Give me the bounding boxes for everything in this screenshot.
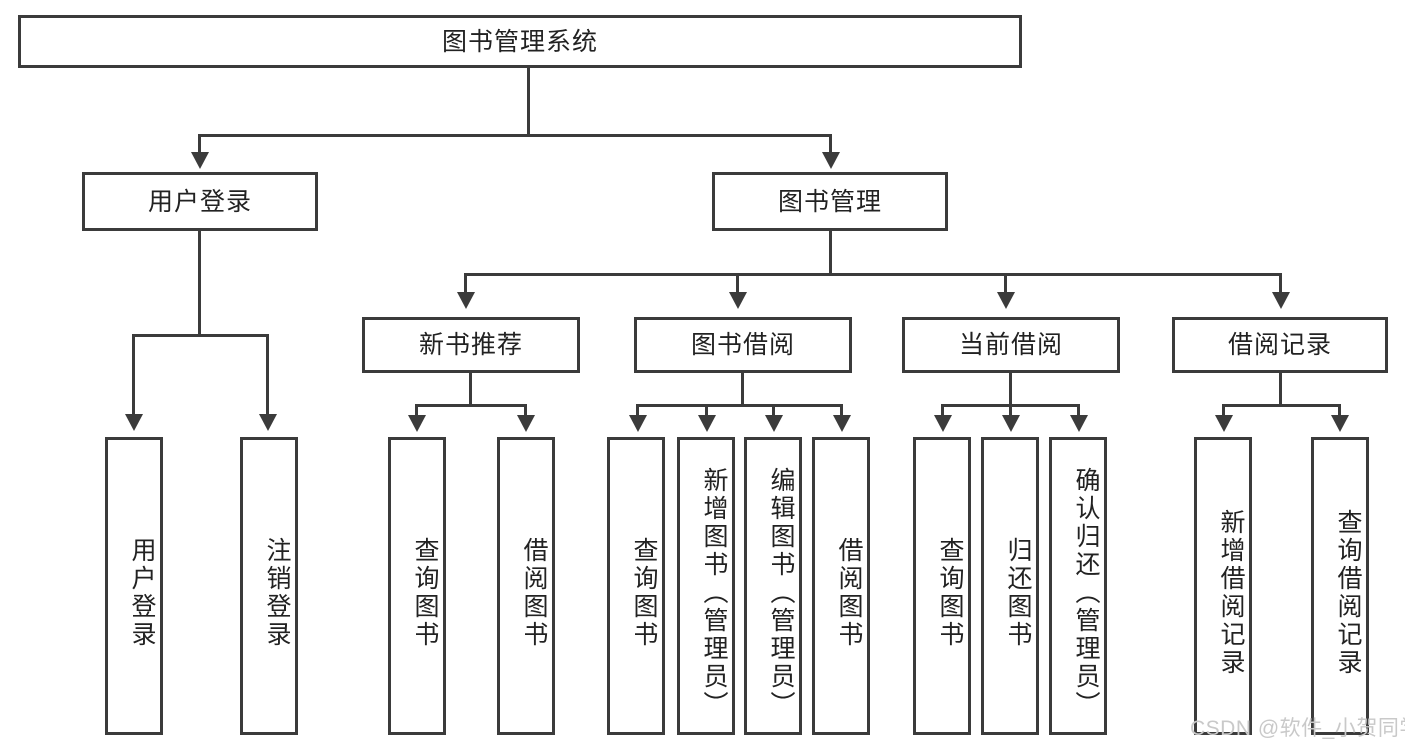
node-label: 注销登录 — [263, 537, 291, 649]
node-label: 图书管理系统 — [441, 27, 598, 56]
connector-user-login-child-1 — [132, 334, 135, 416]
node-book-borrow[interactable]: 图书借阅 — [634, 317, 852, 373]
arrow-to-borrow-record — [1272, 292, 1290, 309]
connector-to-new-book-recommend — [464, 273, 467, 295]
connector-nbr-child-1 — [415, 404, 418, 418]
leaf-book-borrow-1[interactable]: 查询图书 — [607, 437, 665, 735]
leaf-current-borrow-3[interactable]: 确认归还（管理员） — [1049, 437, 1107, 735]
arrow-cb-child-1 — [934, 415, 952, 432]
node-book-management[interactable]: 图书管理 — [712, 172, 948, 231]
node-label: 借阅图书 — [835, 537, 863, 649]
node-label: 查询图书 — [630, 537, 658, 649]
node-label: 图书借阅 — [690, 331, 795, 359]
node-user-login[interactable]: 用户登录 — [82, 172, 318, 231]
node-borrow-record[interactable]: 借阅记录 — [1172, 317, 1388, 373]
connector-to-current-borrow — [1004, 273, 1007, 295]
node-label: 当前借阅 — [958, 331, 1063, 359]
connector-level3-bar — [464, 273, 1282, 276]
node-label: 查询图书 — [936, 537, 964, 649]
node-label: 确认归还（管理员） — [1072, 467, 1100, 719]
connector-br-child-1 — [1222, 404, 1225, 418]
arrow-root-to-user-login — [191, 152, 209, 169]
arrow-nbr-child-2 — [517, 415, 535, 432]
connector-bb-child-4 — [840, 404, 843, 418]
arrow-nbr-child-1 — [408, 415, 426, 432]
node-label: 新书推荐 — [418, 331, 523, 359]
connector-user-login-stem — [198, 231, 201, 336]
connector-br-child-2 — [1338, 404, 1341, 418]
leaf-borrow-record-1[interactable]: 新增借阅记录 — [1194, 437, 1252, 735]
leaf-user-login-1[interactable]: 用户登录 — [105, 437, 163, 735]
leaf-new-book-recommend-2[interactable]: 借阅图书 — [497, 437, 555, 735]
connector-current-borrow-stem — [1009, 373, 1012, 406]
node-current-borrow[interactable]: 当前借阅 — [902, 317, 1120, 373]
leaf-book-borrow-2[interactable]: 新增图书（管理员） — [677, 437, 735, 735]
connector-bb-child-2 — [705, 404, 708, 418]
node-label: 借阅记录 — [1227, 331, 1332, 359]
connector-to-borrow-record — [1279, 273, 1282, 295]
node-label: 新增借阅记录 — [1217, 509, 1245, 677]
arrow-user-login-child-1 — [125, 414, 143, 431]
arrow-bb-child-3 — [765, 415, 783, 432]
arrow-bb-child-4 — [833, 415, 851, 432]
connector-book-management-stem — [829, 231, 832, 275]
connector-root-to-user-login — [198, 134, 201, 154]
node-new-book-recommend[interactable]: 新书推荐 — [362, 317, 580, 373]
leaf-current-borrow-1[interactable]: 查询图书 — [913, 437, 971, 735]
connector-to-book-borrow — [736, 273, 739, 295]
arrow-bb-child-2 — [698, 415, 716, 432]
leaf-current-borrow-2[interactable]: 归还图书 — [981, 437, 1039, 735]
connector-user-login-bar — [132, 334, 269, 337]
node-label: 新增图书（管理员） — [700, 467, 728, 719]
connector-user-login-child-2 — [266, 334, 269, 416]
node-label: 借阅图书 — [520, 537, 548, 649]
connector-new-book-recommend-bar — [415, 404, 527, 407]
connector-borrow-record-bar — [1222, 404, 1341, 407]
arrow-to-new-book-recommend — [457, 292, 475, 309]
connector-root-bar — [198, 134, 832, 137]
node-label: 查询借阅记录 — [1334, 509, 1362, 677]
csdn-watermark: CSDN @软件_小贺同学 — [1190, 717, 1405, 740]
node-label: 编辑图书（管理员） — [767, 467, 795, 719]
connector-bb-child-1 — [636, 404, 639, 418]
connector-borrow-record-stem — [1279, 373, 1282, 406]
connector-root-to-book-management — [829, 134, 832, 154]
connector-book-borrow-bar — [636, 404, 842, 407]
arrow-to-current-borrow — [997, 292, 1015, 309]
node-label: 查询图书 — [411, 537, 439, 649]
connector-book-borrow-stem — [741, 373, 744, 406]
leaf-book-borrow-4[interactable]: 借阅图书 — [812, 437, 870, 735]
node-root-book-management-system[interactable]: 图书管理系统 — [18, 15, 1022, 68]
arrow-cb-child-2 — [1002, 415, 1020, 432]
connector-cb-child-2 — [1009, 404, 1012, 418]
connector-new-book-recommend-stem — [469, 373, 472, 406]
leaf-user-login-2[interactable]: 注销登录 — [240, 437, 298, 735]
node-label: 用户登录 — [128, 537, 156, 649]
leaf-book-borrow-3[interactable]: 编辑图书（管理员） — [744, 437, 802, 735]
arrow-user-login-child-2 — [259, 414, 277, 431]
arrow-root-to-book-management — [822, 152, 840, 169]
arrow-bb-child-1 — [629, 415, 647, 432]
connector-cb-child-1 — [941, 404, 944, 418]
node-label: 图书管理 — [777, 187, 882, 216]
node-label: 归还图书 — [1004, 537, 1032, 649]
node-label: 用户登录 — [147, 187, 252, 216]
arrow-cb-child-3 — [1070, 415, 1088, 432]
arrow-br-child-1 — [1215, 415, 1233, 432]
leaf-borrow-record-2[interactable]: 查询借阅记录 — [1311, 437, 1369, 735]
arrow-to-book-borrow — [729, 292, 747, 309]
leaf-new-book-recommend-1[interactable]: 查询图书 — [388, 437, 446, 735]
connector-bb-child-3 — [772, 404, 775, 418]
arrow-br-child-2 — [1331, 415, 1349, 432]
connector-cb-child-3 — [1077, 404, 1080, 418]
connector-nbr-child-2 — [524, 404, 527, 418]
connector-root-stem — [527, 68, 530, 136]
